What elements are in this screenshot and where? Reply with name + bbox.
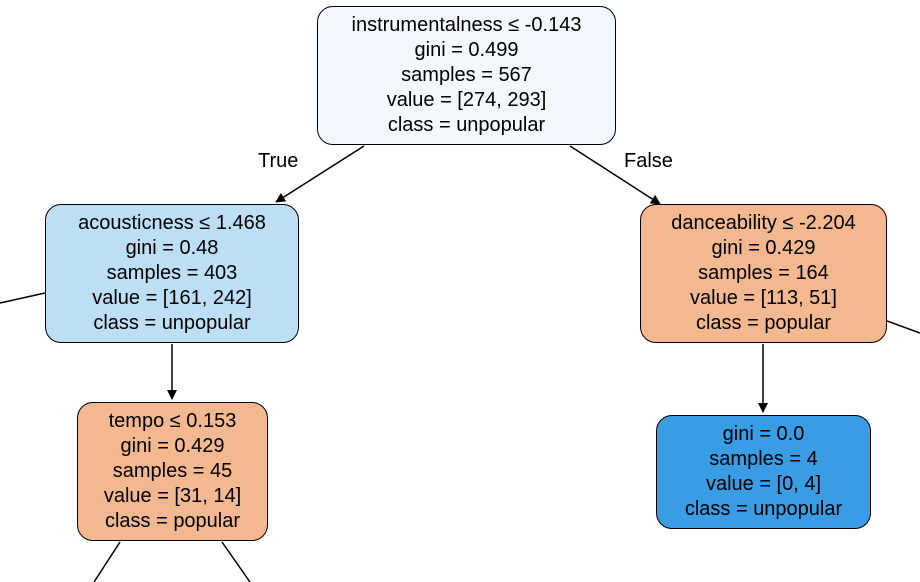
node-samples-label: samples = 403 [106,262,238,284]
tree-node-left: acousticness ≤ 1.468 gini = 0.48 samples… [45,204,299,343]
node-gini-label: gini = 0.429 [120,435,225,457]
node-gini-label: gini = 0.0 [722,423,805,445]
node-samples-label: samples = 164 [698,262,829,284]
node-value-label: value = [113, 51] [690,287,837,309]
node-class-label: class = unpopular [387,114,546,136]
edge-root-to-right [569,145,661,205]
edge-label-false: False [624,150,673,172]
node-class-label: class = unpopular [93,312,251,334]
edge-left-left-offscreen-a [93,541,121,582]
edge-label-true: True [258,150,299,172]
edge-right-offscreen [886,320,920,334]
tree-node-right: danceability ≤ -2.204 gini = 0.429 sampl… [640,204,887,343]
node-gini-label: gini = 0.499 [414,39,519,61]
tree-node-root: instrumentalness ≤ -0.143 gini = 0.499 s… [317,6,616,145]
edge-left-offscreen [0,292,46,304]
node-split-label: instrumentalness ≤ -0.143 [351,14,582,36]
edge-left-left-offscreen-b [221,541,251,582]
node-class-label: class = popular [104,510,241,532]
node-split-label: danceability ≤ -2.204 [671,212,856,234]
node-samples-label: samples = 45 [112,460,233,482]
node-value-label: value = [0, 4] [705,473,822,495]
node-class-label: class = unpopular [684,498,843,520]
node-samples-label: samples = 4 [709,448,818,470]
node-samples-label: samples = 567 [401,64,532,86]
node-split-label: tempo ≤ 0.153 [108,410,237,432]
edge-root-to-left [275,145,365,203]
tree-node-right-left: gini = 0.0 samples = 4 value = [0, 4] cl… [656,415,871,529]
tree-node-left-left: tempo ≤ 0.153 gini = 0.429 samples = 45 … [77,402,268,541]
node-value-label: value = [274, 293] [386,89,547,111]
node-split-label: acousticness ≤ 1.468 [78,212,266,234]
node-value-label: value = [161, 242] [92,287,252,309]
node-gini-label: gini = 0.48 [125,237,219,259]
node-value-label: value = [31, 14] [103,485,242,507]
node-gini-label: gini = 0.429 [711,237,816,259]
node-class-label: class = popular [695,312,832,334]
